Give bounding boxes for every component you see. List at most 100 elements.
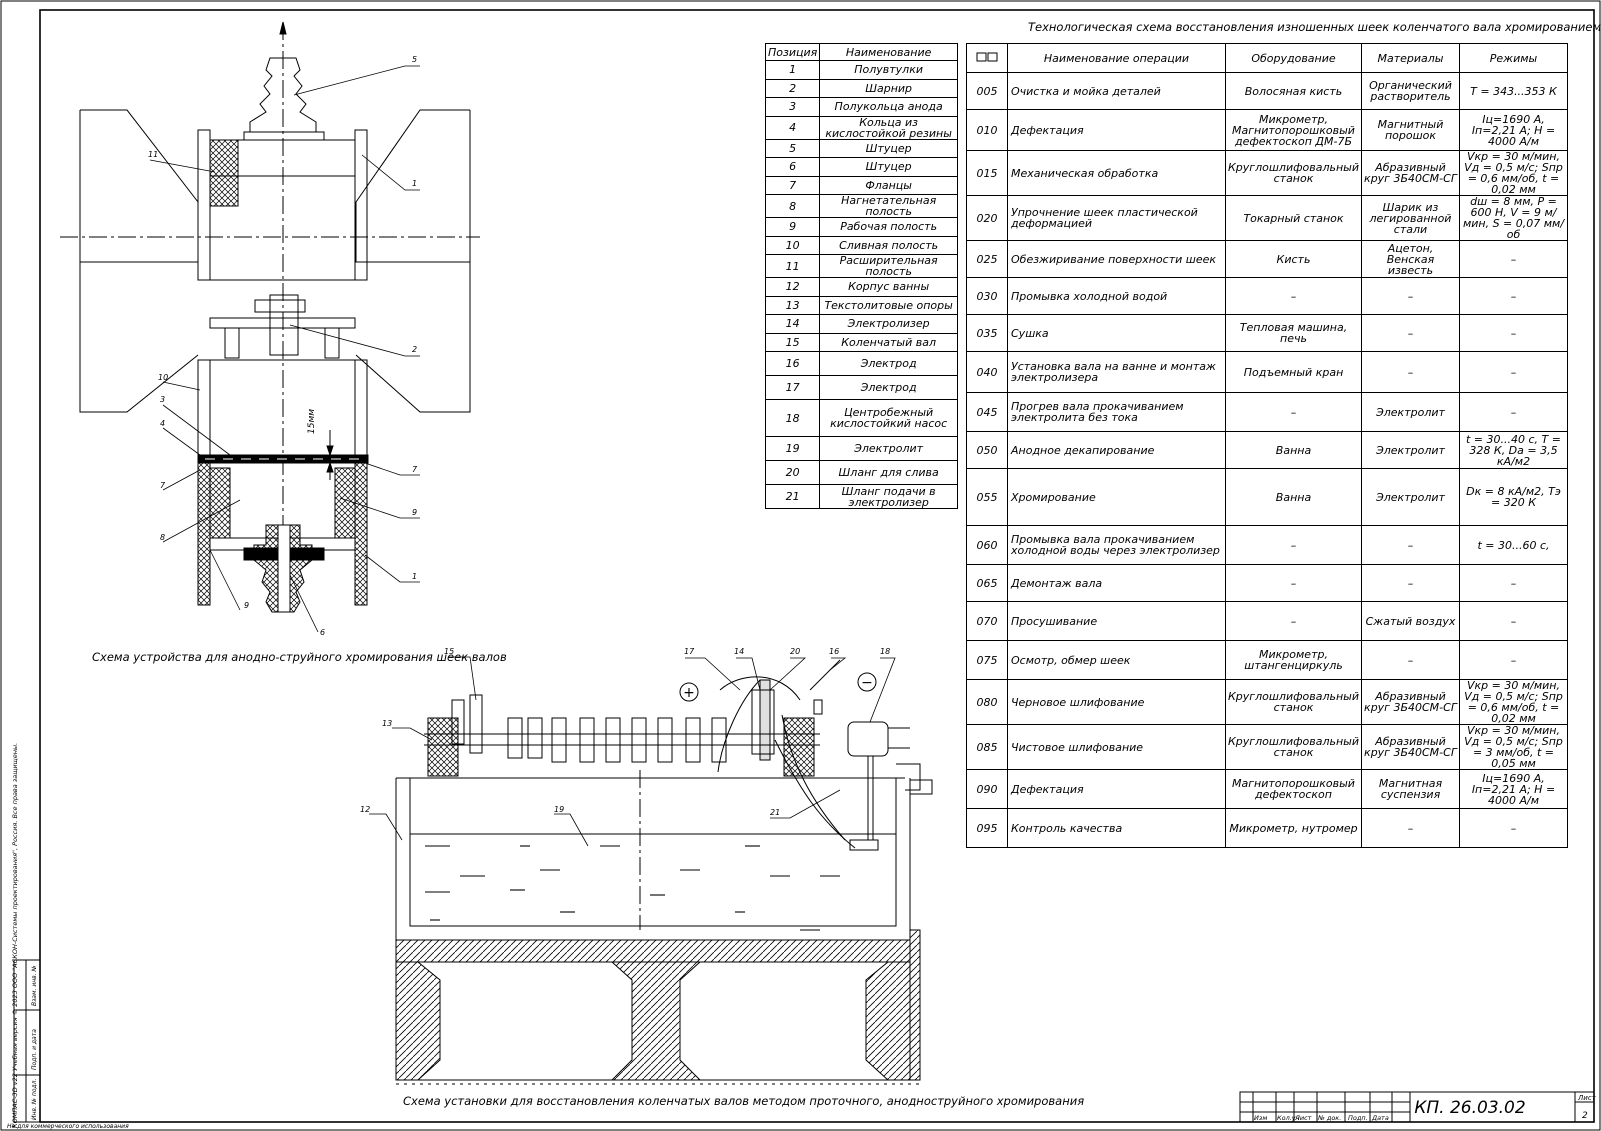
ops-header-modes: Режимы [1459,43,1568,73]
callout-2: 2 [412,345,417,354]
svg-text:Кол.уч: Кол.уч [1277,1114,1300,1122]
op-name: Хромирование [1007,468,1226,526]
op-equipment: – [1225,525,1362,565]
op-modes: – [1459,640,1568,680]
device-leaders [149,65,420,633]
op-modes: – [1459,314,1568,352]
op-modes: Iц=1690 А, Iп=2,21 А; Н = 4000 А/м [1459,769,1568,809]
op-number: 080 [966,679,1008,725]
position-name: Полукольца анода [819,97,958,117]
callout-14: 14 [734,647,744,656]
op-materials: Электролит [1361,468,1460,526]
op-name: Сушка [1007,314,1226,352]
op-modes: Dк = 8 кА/м2, Тэ = 320 К [1459,468,1568,526]
op-name: Очистка и мойка деталей [1007,72,1226,110]
op-name: Контроль качества [1007,808,1226,848]
minus-sign: − [861,675,873,691]
op-materials: Магнитный порошок [1361,109,1460,151]
op-materials: – [1361,640,1460,680]
position-name: Шланг подачи в электролизер [819,484,958,509]
positions-header: Позиция Наименование [764,43,958,61]
op-materials: – [1361,277,1460,315]
op-number: 050 [966,431,1008,469]
callout-5: 5 [412,55,417,64]
position-name: Сливная полость [819,235,958,255]
position-number: 6 [764,157,821,177]
number-sign-icon [976,52,998,62]
op-materials: Шарик из легированной стали [1361,195,1460,241]
pos-header-name: Наименование [819,43,958,61]
position-name: Штуцер [819,138,958,158]
op-equipment: Ванна [1225,431,1362,469]
op-name: Прогрев вала прокачиванием электролита б… [1007,392,1226,432]
position-name: Шланг для слива [819,460,958,485]
position-number: 14 [764,314,821,334]
callout-9b: 9 [244,601,249,610]
op-modes: – [1459,277,1568,315]
position-name: Фланцы [819,175,958,195]
op-name: Обезжиривание поверхности шеек [1007,240,1226,278]
position-name: Шарнир [819,78,958,98]
callout-20: 20 [790,647,800,656]
op-modes: t = 30...60 с, [1459,525,1568,565]
op-materials: – [1361,808,1460,848]
drawing-code: КП. 26.03.02 [1414,1098,1525,1118]
op-modes: Vкр = 30 м/мин, Vд = 0,5 м/с; Sпр = 3 мм… [1459,724,1568,770]
op-materials: Абразивный круг 3Б40СМ-СГ [1361,150,1460,196]
plus-sign: + [683,685,695,701]
op-materials: Абразивный круг 3Б40СМ-СГ [1361,724,1460,770]
op-name: Осмотр, обмер шеек [1007,640,1226,680]
op-name: Механическая обработка [1007,150,1226,196]
position-name: Штуцер [819,157,958,177]
op-modes: – [1459,351,1568,393]
op-number: 035 [966,314,1008,352]
sheet-number: 2 [1582,1111,1588,1121]
op-modes: Vкр = 30 м/мин, Vд = 0,5 м/с; Sпр = 0,6 … [1459,679,1568,725]
title-block [1239,1091,1595,1123]
op-equipment: Круглошлифовальный станок [1225,150,1362,196]
install-callout-labels: 15 17 14 20 16 18 13 12 19 21 [360,647,890,817]
schema-title: Технологическая схема восстановления изн… [1028,20,1601,34]
ops-header-num [966,43,1008,73]
position-name: Электрод [819,351,958,376]
position-number: 10 [764,235,821,255]
kompas-notice: КОМПАС-3D v22 Учебная версия © 2023 ООО … [11,743,19,1128]
sheet-label: Лист [1577,1094,1597,1102]
position-number: 2 [764,78,821,98]
position-number: 5 [764,138,821,158]
position-number: 20 [764,460,821,485]
callout-1a: 1 [412,179,417,188]
svg-text:Изм: Изм [1254,1114,1267,1122]
op-equipment: Тепловая машина, печь [1225,314,1362,352]
op-name: Просушивание [1007,601,1226,641]
position-number: 16 [764,351,821,376]
op-modes: – [1459,392,1568,432]
position-name: Расширительная полость [819,254,958,278]
position-number: 4 [764,115,821,140]
op-modes: – [1459,601,1568,641]
pos-header-position: Позиция [764,43,821,61]
op-name: Анодное декапирование [1007,431,1226,469]
callout-18: 18 [880,647,890,656]
position-name: Электролизер [819,314,958,334]
op-modes: – [1459,808,1568,848]
op-equipment: Ванна [1225,468,1362,526]
op-number: 045 [966,392,1008,432]
op-number: 075 [966,640,1008,680]
